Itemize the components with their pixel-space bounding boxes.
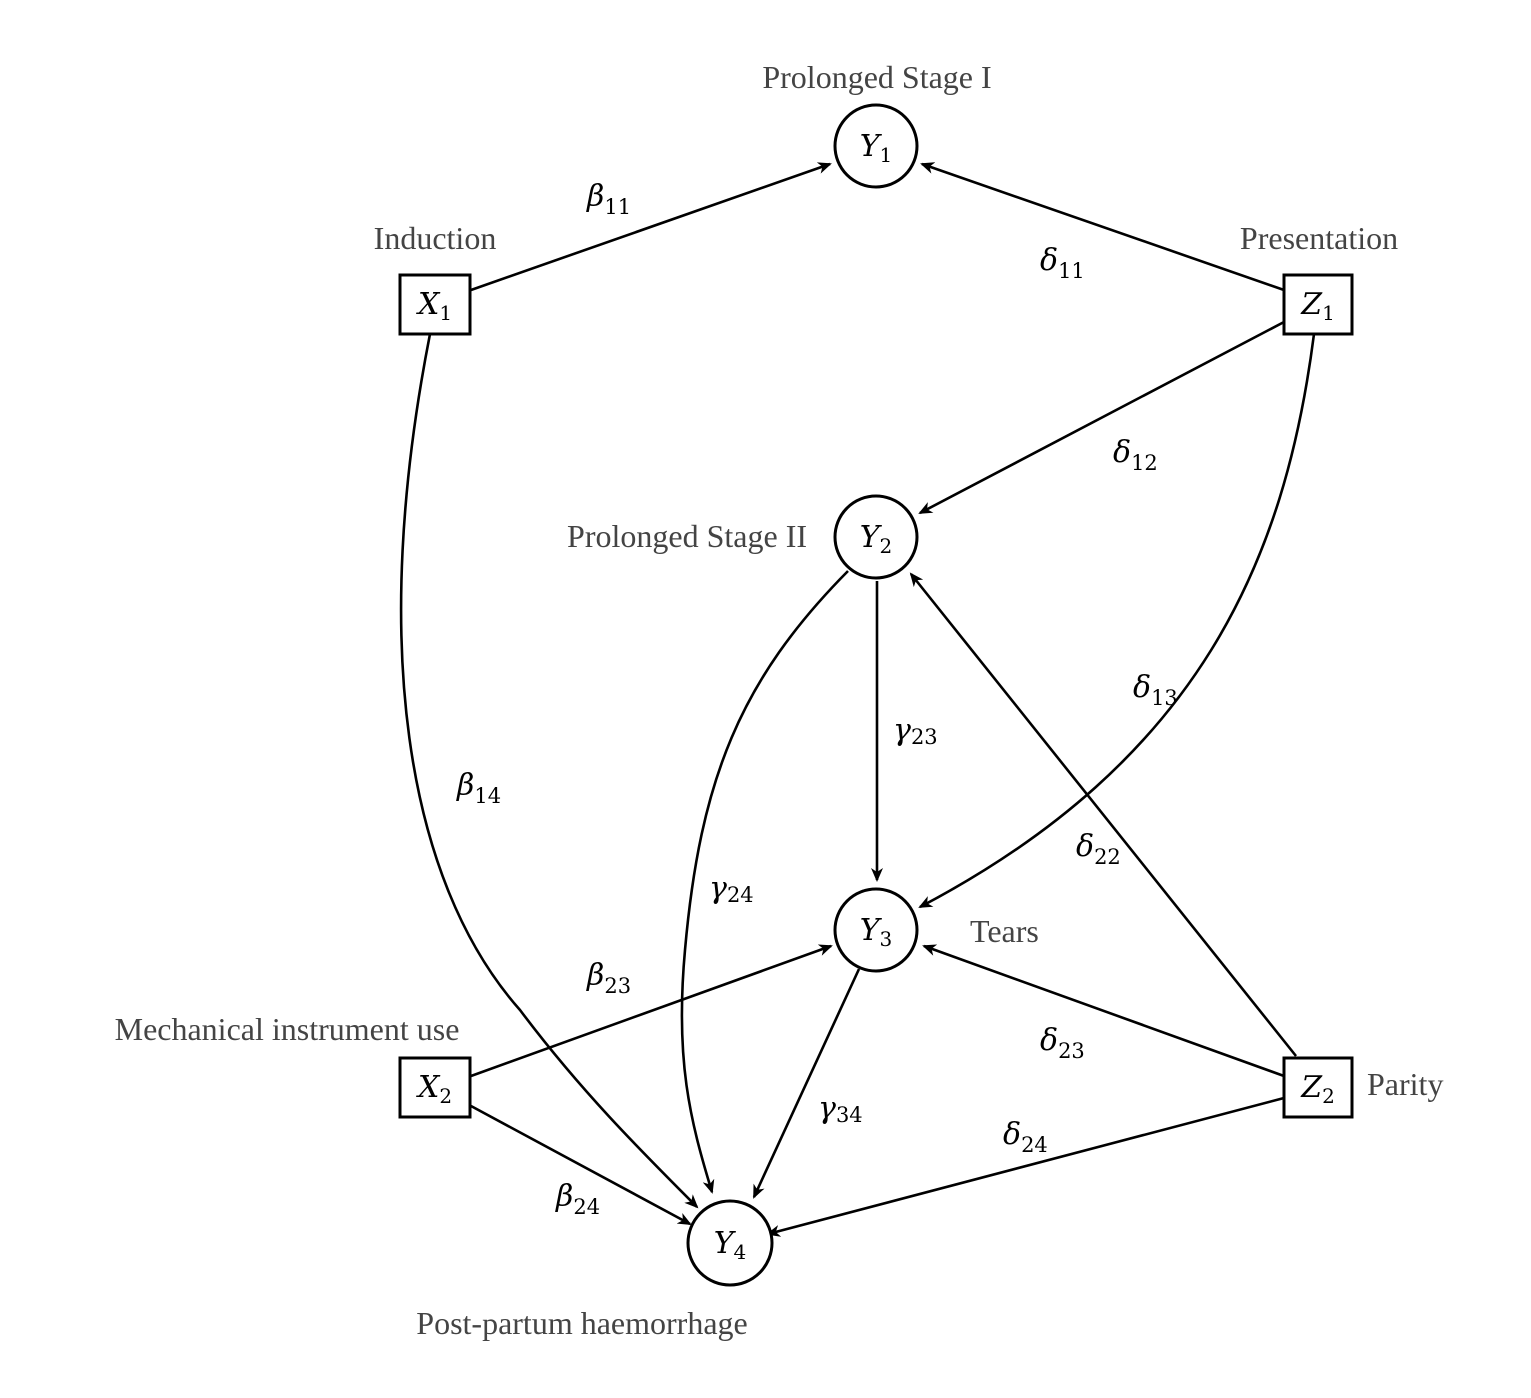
node-y2: Y2	[833, 494, 919, 580]
node-y4: Y4	[686, 1199, 774, 1287]
edges	[399, 162, 1316, 1237]
label-g24: γ24	[709, 871, 754, 907]
caption-y4: Post-partum haemorrhage	[416, 1305, 747, 1341]
edge-d11	[920, 162, 1285, 292]
edge-d12	[918, 320, 1285, 515]
edge-b11	[470, 162, 832, 292]
label-b14: β14	[456, 768, 501, 808]
node-z2: Z2	[1282, 1056, 1354, 1119]
node-y3: Y3	[833, 887, 919, 973]
svg-text:Y3: Y3	[860, 913, 893, 951]
label-d24: δ24	[1003, 1117, 1048, 1157]
label-d12: δ12	[1113, 435, 1158, 475]
edge-d22	[909, 572, 1298, 1057]
svg-text:X2: X2	[416, 1070, 452, 1108]
edge-d24	[766, 1096, 1285, 1237]
label-d23: δ23	[1040, 1023, 1085, 1063]
label-g23: γ23	[893, 713, 938, 749]
caption-y2: Prolonged Stage II	[567, 518, 807, 554]
node-x1: X1	[398, 273, 472, 336]
label-b24: β24	[555, 1179, 600, 1219]
nodes: Y1 Y2 Y3 Y4 X1 Z1 X2 Z2	[398, 103, 1354, 1287]
label-d11: δ11	[1040, 243, 1085, 283]
svg-text:Y1: Y1	[860, 129, 893, 167]
label-d22: δ22	[1076, 829, 1121, 869]
caption-z2: Parity	[1367, 1066, 1443, 1102]
edge-b14	[399, 333, 699, 1209]
label-d13: δ13	[1133, 670, 1178, 710]
caption-y3: Tears	[970, 913, 1039, 949]
label-b11: β11	[586, 179, 631, 219]
node-y1: Y1	[833, 103, 919, 189]
node-captions: Prolonged Stage I Prolonged Stage II Tea…	[115, 59, 1444, 1341]
edge-g34	[752, 968, 861, 1199]
edge-b24	[470, 1104, 692, 1226]
caption-y1: Prolonged Stage I	[762, 59, 991, 95]
caption-z1: Presentation	[1240, 220, 1398, 256]
svg-text:Y2: Y2	[860, 520, 893, 558]
edge-g24	[680, 570, 849, 1194]
node-z1: Z1	[1282, 273, 1354, 336]
edge-d13	[918, 333, 1316, 909]
node-x2: X2	[398, 1056, 472, 1119]
caption-x1: Induction	[374, 220, 497, 256]
svg-text:Z2: Z2	[1300, 1070, 1335, 1108]
svg-text:X1: X1	[416, 287, 452, 325]
caption-x2: Mechanical instrument use	[115, 1011, 460, 1047]
edge-d23	[922, 944, 1285, 1078]
svg-text:Z1: Z1	[1300, 287, 1335, 325]
label-b23: β23	[586, 958, 631, 998]
edge-labels: β11 δ11 δ12 δ13 β14 γ23 γ24 δ22 β23 δ23 …	[456, 179, 1178, 1219]
svg-text:Y4: Y4	[714, 1226, 747, 1264]
edge-b23	[470, 944, 833, 1078]
label-g34: γ34	[818, 1091, 863, 1127]
